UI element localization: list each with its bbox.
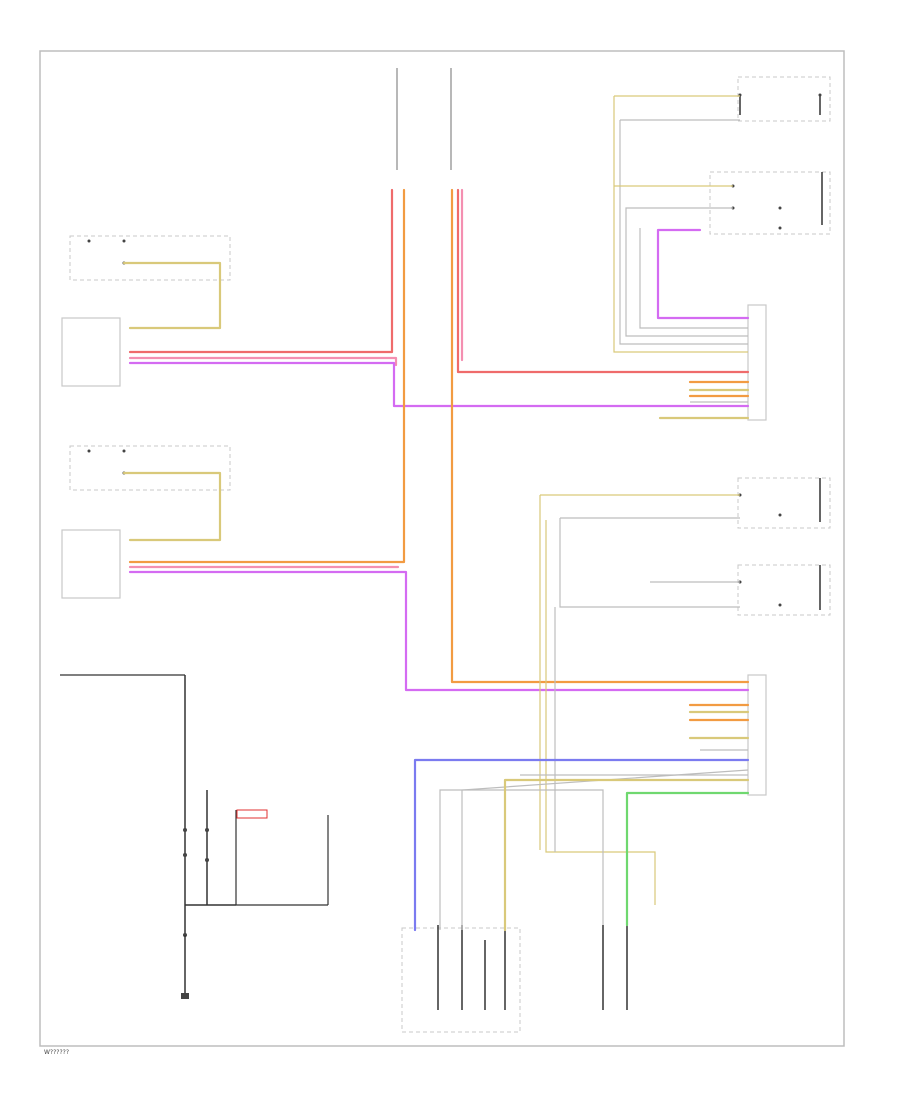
wire-gray-bottom-2 [461,769,749,930]
ground-circuit [181,675,236,999]
wire-gray-front-mid [625,207,748,337]
right-rear-seat-switch [737,76,831,122]
rear-seat-heater-switch-upper [737,477,831,529]
right-seat-control-module [61,317,121,387]
wire-yellow-rear-col-2 [545,520,656,905]
wire-green-bottom [625,791,750,927]
ground-symbol [181,993,189,999]
wire-violet-front [656,228,750,320]
wire-red-right-seat [128,188,394,354]
wire-gray-front-column [619,120,748,345]
wire-gray-rear-colv [559,518,740,608]
wire-yellow-bottom [503,778,750,932]
bottom-switch-box-right [602,925,628,1010]
diagram-frame [39,50,845,1047]
right-seat-heater-switch [69,235,231,281]
wire-orange-left-seat [128,188,406,564]
footer-code: W?????? [44,1049,69,1056]
wire-yellow-right-seat [122,261,222,330]
wire-blue-bottom [413,758,750,932]
left-seat-control-module [61,529,121,599]
relay-tag [236,809,268,819]
wire-gray-front-2 [639,228,748,329]
wire-gray-bottom [439,789,604,930]
left-seat-heater-switch [69,445,231,491]
rear-connector [747,674,767,796]
wire-violet-left-seat [128,570,750,692]
wire-yellow-front-column [613,96,748,353]
wire-orange-right-column [450,188,750,684]
bottom-switch-box-left [401,925,521,1033]
relay-box [235,809,329,906]
front-passenger-seat-switch [709,171,831,235]
wire-yellow-left-seat [122,471,222,542]
wire-red-right-column [456,188,750,374]
rear-seat-heater-switch-lower [737,564,831,616]
wire-pink-right-seat [128,356,398,367]
wire-violet-right-seat [128,361,750,408]
front-passenger-connector [747,304,767,421]
